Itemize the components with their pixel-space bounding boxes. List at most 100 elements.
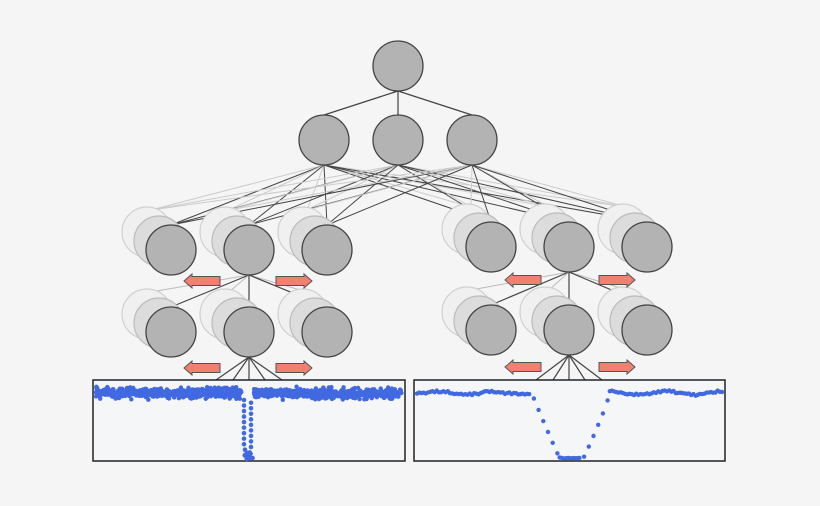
faint-edge <box>150 164 473 211</box>
data-point <box>241 441 247 447</box>
data-point <box>241 430 247 436</box>
edge <box>326 164 473 226</box>
data-point <box>393 394 398 399</box>
data-point <box>371 392 376 397</box>
data-point <box>208 394 213 399</box>
conv-node <box>543 221 595 273</box>
data-point <box>247 455 253 461</box>
data-point <box>116 389 121 395</box>
data-point <box>364 387 369 392</box>
conv-node <box>223 224 275 276</box>
data-point <box>527 391 532 397</box>
data-point <box>719 389 725 395</box>
edge <box>215 356 250 381</box>
faint-edge <box>150 164 399 211</box>
data-point <box>367 391 373 397</box>
data-point <box>337 390 342 396</box>
local-view-light-curve <box>413 379 726 462</box>
arrow-right-icon <box>598 271 636 289</box>
output-node <box>372 40 424 92</box>
data-point <box>352 385 357 391</box>
data-point <box>248 400 254 406</box>
data-point <box>309 388 314 393</box>
data-point <box>390 390 395 396</box>
data-point <box>324 395 329 401</box>
data-point <box>248 428 254 433</box>
data-point <box>340 397 345 402</box>
faint-edge <box>470 164 473 208</box>
data-point <box>234 396 239 402</box>
data-point <box>377 390 382 395</box>
data-point <box>241 408 247 414</box>
data-point <box>248 405 254 411</box>
data-point <box>217 390 222 396</box>
data-point <box>151 391 156 396</box>
edge <box>170 274 250 308</box>
faint-edge <box>323 164 628 208</box>
data-point <box>358 390 363 396</box>
data-point <box>248 417 254 422</box>
edge <box>248 356 283 381</box>
arrow-right-icon <box>275 272 313 290</box>
data-point <box>176 396 182 401</box>
nodes <box>145 40 673 358</box>
data-point <box>129 387 134 392</box>
data-point <box>191 395 197 400</box>
faint-edge <box>323 164 472 208</box>
data-point <box>184 390 190 395</box>
data-point <box>111 387 116 392</box>
data-point <box>192 391 197 396</box>
data-point <box>238 388 243 393</box>
data-point <box>318 387 323 393</box>
data-point <box>147 392 153 397</box>
data-point <box>230 390 236 396</box>
data-point <box>555 451 560 456</box>
arrow-left-icon <box>183 359 221 377</box>
data-point <box>129 397 134 402</box>
data-point <box>107 388 112 393</box>
conv-node <box>301 224 353 276</box>
data-point <box>98 396 103 401</box>
data-point <box>226 388 231 394</box>
faint-edge <box>548 271 570 291</box>
conv-node <box>145 224 197 276</box>
data-point <box>241 403 247 408</box>
data-point <box>248 444 254 450</box>
data-point <box>289 389 295 394</box>
data-point <box>362 392 367 398</box>
data-point <box>260 388 266 393</box>
data-point <box>329 390 334 395</box>
conv-node <box>301 306 353 358</box>
data-point <box>242 453 248 458</box>
data-point <box>341 385 346 390</box>
data-point <box>187 395 193 401</box>
data-point <box>262 393 267 399</box>
edge <box>568 354 603 381</box>
faint-edge <box>471 164 628 208</box>
data-point <box>133 388 138 393</box>
data-point <box>178 385 184 390</box>
arrow-left-icon <box>504 358 542 376</box>
data-point <box>126 393 132 398</box>
data-point <box>138 387 143 393</box>
data-point <box>94 384 99 390</box>
edge <box>490 271 570 306</box>
data-point <box>294 395 300 400</box>
data-point <box>596 422 601 427</box>
data-point <box>591 433 596 439</box>
edge <box>170 164 325 226</box>
data-point <box>319 393 324 398</box>
data-point <box>605 398 610 403</box>
conv-node <box>223 306 275 358</box>
data-point <box>600 411 606 416</box>
data-point <box>370 387 375 392</box>
data-point <box>186 385 191 391</box>
data-point <box>297 388 303 393</box>
data-point <box>305 390 310 396</box>
data-point <box>385 387 390 392</box>
data-point <box>241 419 247 425</box>
data-point <box>163 393 168 398</box>
data-point <box>327 386 332 392</box>
